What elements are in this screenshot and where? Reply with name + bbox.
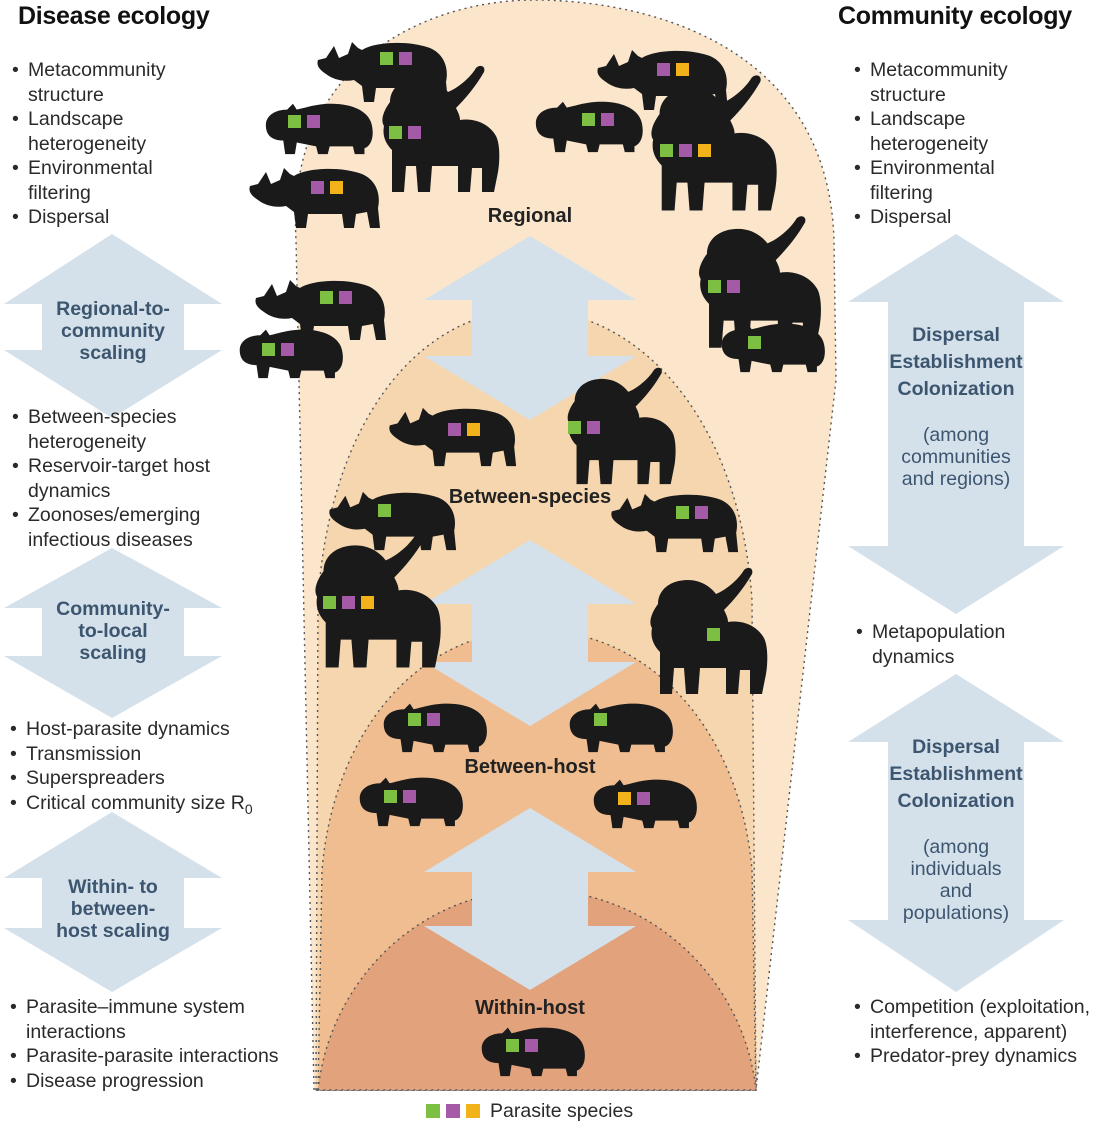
parasite-marker-green [506, 1039, 519, 1052]
legend-swatches [426, 1104, 480, 1118]
parasite-marker-green [320, 291, 333, 304]
parasite-marker-green [676, 506, 689, 519]
left-community-list: Between-species heterogeneity Reservoir-… [12, 405, 252, 552]
parasite-marker-yellow [361, 596, 374, 609]
left-regional-list: Metacommunity structure Landscape hetero… [12, 58, 212, 230]
parasite-marker-yellow [467, 423, 480, 436]
parasite-marker-yellow [676, 63, 689, 76]
parasite-marker-green [323, 596, 336, 609]
parasite-marker-purple [587, 421, 600, 434]
parasite-marker-purple [427, 713, 440, 726]
right-arrow-local [848, 674, 1064, 992]
parasite-marker-yellow [330, 181, 343, 194]
parasite-marker-green [380, 52, 393, 65]
legend-swatch-purple [446, 1104, 460, 1118]
parasite-marker-green [262, 343, 275, 356]
list-item: Metacommunity structure [12, 58, 212, 107]
list-item: Environmental filtering [12, 156, 212, 205]
list-item: Disease progression [10, 1069, 310, 1094]
parasite-marker-purple [311, 181, 324, 194]
parasite-marker-purple [601, 113, 614, 126]
parasite-marker-green [748, 336, 761, 349]
list-item: Zoonoses/emerging infectious diseases [12, 503, 252, 552]
list-item: Dispersal [12, 205, 212, 230]
legend-label: Parasite species [490, 1100, 633, 1123]
list-item: Metapopulation dynamics [856, 620, 1076, 669]
list-item: Host-parasite dynamics [10, 717, 300, 742]
list-item: Competition (exploitation, interference,… [854, 995, 1116, 1044]
list-item: Landscape heterogeneity [854, 107, 1054, 156]
list-item: Transmission [10, 742, 300, 767]
parasite-marker-green [660, 144, 673, 157]
parasite-marker-purple [403, 790, 416, 803]
parasite-marker-purple [408, 126, 421, 139]
legend-swatch-yellow [466, 1104, 480, 1118]
parasite-marker-yellow [618, 792, 631, 805]
parasite-marker-green [389, 126, 402, 139]
right-middle-list: Metapopulation dynamics [856, 620, 1076, 669]
parasite-marker-purple [679, 144, 692, 157]
r0-subscript: 0 [245, 800, 253, 816]
parasite-marker-green [708, 280, 721, 293]
level-between-species-label: Between-species [449, 486, 611, 509]
parasite-marker-green [594, 713, 607, 726]
parasite-marker-purple [657, 63, 670, 76]
parasite-marker-purple [342, 596, 355, 609]
level-between-host-label: Between-host [464, 756, 595, 779]
level-within-host-label: Within-host [475, 997, 585, 1020]
parasite-marker-yellow [698, 144, 711, 157]
parasite-marker-green [582, 113, 595, 126]
left-title: Disease ecology [18, 2, 209, 31]
list-item: Environmental filtering [854, 156, 1054, 205]
parasite-marker-green [408, 713, 421, 726]
list-item: Critical community size R0 [10, 791, 300, 821]
hippo-silhouette [266, 104, 373, 154]
parasite-marker-green [568, 421, 581, 434]
right-title: Community ecology [838, 2, 1072, 31]
list-item: Dispersal [854, 205, 1054, 230]
parasite-marker-purple [727, 280, 740, 293]
parasite-marker-purple [637, 792, 650, 805]
list-item: Parasite-parasite interactions [10, 1044, 310, 1069]
parasite-marker-purple [399, 52, 412, 65]
level-regional-label: Regional [488, 205, 572, 228]
right-regional-list: Metacommunity structure Landscape hetero… [854, 58, 1054, 230]
parasite-marker-purple [525, 1039, 538, 1052]
left-local-list: Host-parasite dynamics Transmission Supe… [10, 717, 300, 821]
parasite-marker-purple [281, 343, 294, 356]
list-item: Landscape heterogeneity [12, 107, 212, 156]
list-item: Metacommunity structure [854, 58, 1054, 107]
parasite-marker-green [707, 628, 720, 641]
parasite-marker-purple [448, 423, 461, 436]
list-item: Superspreaders [10, 766, 300, 791]
list-item: Reservoir-target host dynamics [12, 454, 252, 503]
right-host-list: Competition (exploitation, interference,… [854, 995, 1116, 1069]
legend-swatch-green [426, 1104, 440, 1118]
parasite-marker-green [378, 504, 391, 517]
parasite-marker-purple [307, 115, 320, 128]
parasite-marker-green [384, 790, 397, 803]
list-item: Predator-prey dynamics [854, 1044, 1116, 1069]
list-item: Parasite–immune system interactions [10, 995, 310, 1044]
parasite-marker-purple [695, 506, 708, 519]
list-item: Between-species heterogeneity [12, 405, 252, 454]
left-host-list: Parasite–immune system interactions Para… [10, 995, 310, 1093]
parasite-marker-green [288, 115, 301, 128]
parasite-marker-purple [339, 291, 352, 304]
